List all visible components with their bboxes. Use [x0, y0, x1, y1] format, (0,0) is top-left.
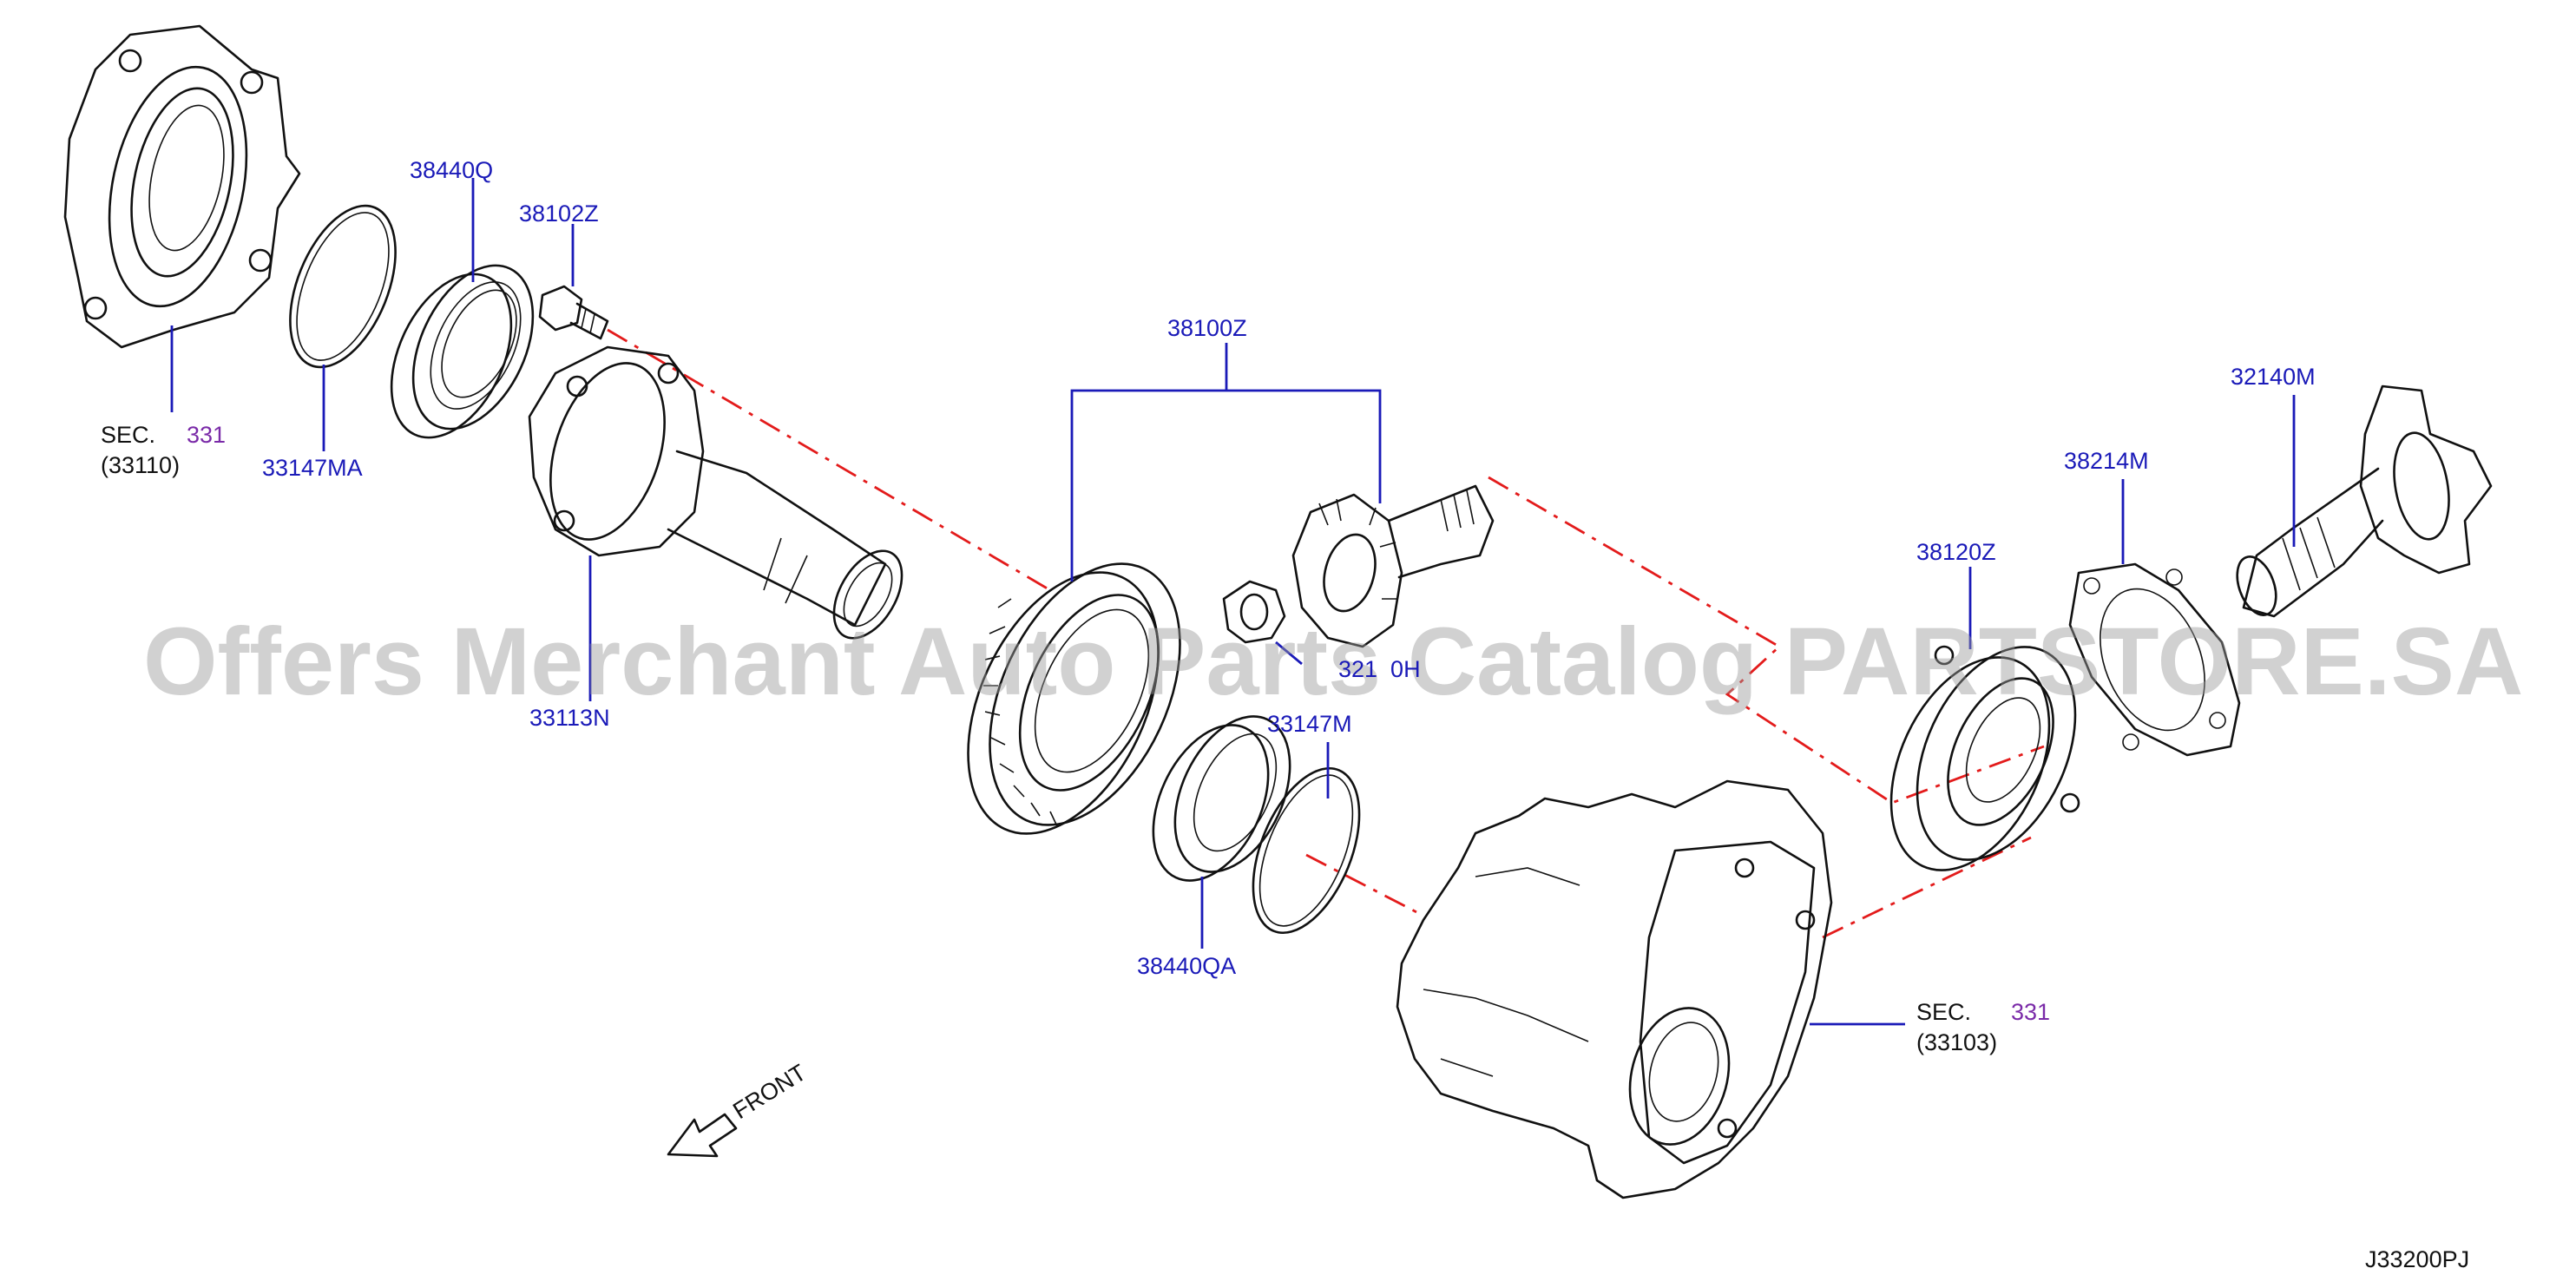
section-sub: (33110): [101, 452, 180, 478]
section-ref-33110[interactable]: SEC. 331 (33110): [101, 422, 226, 478]
shaft-33113n-drawing: [528, 345, 904, 640]
transfer-case-drawing: [1396, 779, 1833, 1199]
flange-32140m-drawing: [2236, 384, 2493, 618]
part-label-3210h[interactable]: 321 0H: [1338, 656, 1421, 682]
front-label: FRONT: [728, 1059, 811, 1124]
section-ref-33103[interactable]: SEC. 331 (33103): [1916, 999, 2050, 1055]
oil-seal-38440qa-drawing: [1152, 715, 1291, 882]
section-number[interactable]: 331: [2011, 999, 2050, 1025]
diagram-code: J33200PJ: [2365, 1246, 2469, 1272]
front-indicator: FRONT: [667, 1059, 811, 1158]
nut-3210h-drawing: [1222, 580, 1286, 644]
section-number[interactable]: 331: [187, 422, 226, 448]
centerline-2: [1305, 853, 1424, 917]
o-ring-33147ma-drawing: [289, 204, 397, 369]
centerline-4: [1822, 836, 2032, 939]
centerline-3: [1488, 476, 2045, 805]
part-label-33147ma[interactable]: 33147MA: [262, 455, 363, 481]
part-label-38214m[interactable]: 38214M: [2064, 448, 2149, 474]
front-arrow-icon: [667, 1113, 738, 1158]
part-labels: 38440Q 38102Z 33147MA 33113N 38100Z 3214…: [262, 157, 2316, 979]
bolt-38102z-drawing: [538, 285, 609, 340]
drive-pinion-drawing: [1291, 484, 1495, 648]
extension-housing-drawing: [63, 24, 301, 349]
oil-seal-38440q-drawing: [390, 264, 535, 439]
leader-lines: [170, 178, 2296, 1026]
section-prefix: SEC.: [101, 422, 155, 448]
part-label-32140m[interactable]: 32140M: [2231, 364, 2316, 390]
ring-gear-drawing: [967, 562, 1181, 835]
part-label-38440qa[interactable]: 38440QA: [1137, 953, 1236, 979]
part-label-38100z[interactable]: 38100Z: [1167, 315, 1247, 341]
part-label-38440q[interactable]: 38440Q: [410, 157, 493, 183]
leader-38100z: [1070, 389, 1382, 582]
part-label-38120z[interactable]: 38120Z: [1916, 539, 1996, 565]
centerline-1: [607, 328, 1051, 592]
part-label-38102z[interactable]: 38102Z: [519, 200, 599, 227]
centerlines: [607, 328, 2045, 939]
part-label-33147m[interactable]: 33147M: [1267, 711, 1352, 737]
o-ring-33147m-drawing: [1252, 766, 1361, 935]
part-label-33113n[interactable]: 33113N: [529, 705, 610, 731]
bearing-38120z-drawing: [1889, 645, 2080, 871]
leader-3210h: [1275, 641, 1303, 666]
watermark: Offers Merchant Auto Parts Catalog PARTS…: [143, 608, 2523, 715]
section-prefix: SEC.: [1916, 999, 1971, 1025]
section-sub: (33103): [1916, 1029, 1997, 1055]
gasket-38214m-drawing: [2068, 562, 2241, 757]
